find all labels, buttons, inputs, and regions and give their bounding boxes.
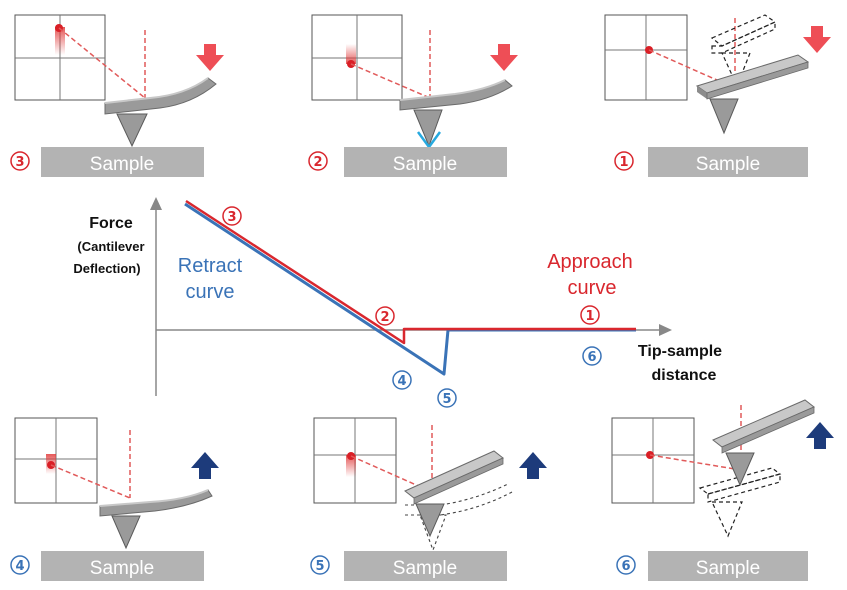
afm-tip bbox=[111, 515, 141, 550]
sample-label: Sample bbox=[90, 154, 154, 175]
arrow-down-icon bbox=[196, 44, 224, 71]
retract-curve-label-line1: Retract bbox=[178, 255, 243, 277]
svg-text:6: 6 bbox=[587, 350, 596, 365]
sample-label: Sample bbox=[696, 154, 760, 175]
step-number: 2 bbox=[313, 155, 322, 170]
sample-block bbox=[344, 147, 507, 177]
step-badge: 6 bbox=[616, 555, 636, 575]
step-badge: 1 bbox=[614, 151, 634, 171]
sample-block bbox=[41, 551, 204, 581]
force-distance-graph: Force (Cantilever Deflection) Tip-sample… bbox=[73, 197, 722, 408]
panel-step-2: Sample 2 bbox=[308, 14, 518, 177]
afm-tip bbox=[415, 503, 445, 538]
cantilever-side bbox=[697, 86, 707, 99]
laser-beam-reflected bbox=[50, 464, 131, 499]
marker-1: 1 bbox=[580, 305, 600, 325]
cantilever-straight bbox=[695, 54, 810, 94]
cantilever-front bbox=[721, 406, 815, 454]
arrow-up-icon bbox=[806, 422, 834, 449]
svg-text:2: 2 bbox=[380, 310, 389, 325]
cantilever-straight bbox=[404, 450, 504, 499]
marker-4: 4 bbox=[392, 370, 412, 390]
laser-beam-reflected bbox=[58, 27, 146, 99]
approach-curve-label-line1: Approach bbox=[547, 251, 633, 273]
arrow-up-icon bbox=[519, 452, 547, 479]
laser-beam-reflected bbox=[649, 454, 742, 471]
svg-text:4: 4 bbox=[397, 374, 406, 389]
x-axis-title-line1: Tip-sample bbox=[638, 343, 722, 360]
laser-spot-streak bbox=[346, 44, 356, 64]
step-number: 5 bbox=[315, 559, 324, 574]
laser-beam-reflected bbox=[350, 63, 431, 99]
arrow-down-icon bbox=[803, 26, 831, 53]
arrow-up-icon bbox=[191, 452, 219, 479]
y-axis-arrow-icon bbox=[150, 197, 162, 210]
laser-spot-streak bbox=[55, 27, 65, 55]
x-axis-arrow-icon bbox=[659, 324, 672, 336]
sample-label: Sample bbox=[90, 558, 154, 579]
marker-3: 3 bbox=[222, 206, 242, 226]
cantilever-ghost bbox=[698, 467, 782, 538]
step-badge: 2 bbox=[308, 151, 328, 171]
afm-tip bbox=[413, 109, 443, 148]
step-badge: 5 bbox=[310, 555, 330, 575]
cantilever-top bbox=[99, 489, 209, 507]
y-axis-title: Force bbox=[89, 215, 133, 232]
panel-step-1: Sample 1 bbox=[604, 14, 831, 177]
sample-block bbox=[41, 147, 204, 177]
approach-curve bbox=[185, 199, 636, 345]
afm-tip bbox=[116, 113, 148, 148]
sample-label: Sample bbox=[393, 558, 457, 579]
sample-label: Sample bbox=[393, 154, 457, 175]
cantilever-front bbox=[706, 61, 809, 100]
sample-block bbox=[344, 551, 507, 581]
cantilever-top bbox=[104, 77, 209, 104]
sample-block bbox=[648, 147, 808, 177]
step-number: 4 bbox=[15, 559, 24, 574]
panel-step-3: Sample 3 bbox=[10, 14, 224, 177]
step-number: 3 bbox=[15, 155, 24, 170]
afm-tip bbox=[709, 98, 739, 135]
cantilever-front bbox=[413, 457, 504, 505]
y-axis-subtitle-line1: (Cantilever bbox=[77, 239, 144, 254]
cantilever-ghost bbox=[710, 14, 777, 88]
svg-text:1: 1 bbox=[585, 309, 594, 324]
approach-curve-label-line2: curve bbox=[568, 277, 617, 299]
x-axis-title-line2: distance bbox=[652, 367, 717, 384]
step-number: 1 bbox=[619, 155, 628, 170]
panel-step-4: Sample 4 bbox=[10, 417, 219, 581]
marker-6: 6 bbox=[582, 346, 602, 366]
afm-tip bbox=[725, 452, 755, 487]
y-axis-subtitle-line2: Deflection) bbox=[73, 261, 140, 276]
sample-block bbox=[648, 551, 808, 581]
arrow-down-icon bbox=[490, 44, 518, 71]
marker-5: 5 bbox=[437, 388, 457, 408]
sample-label: Sample bbox=[696, 558, 760, 579]
cantilever-top bbox=[399, 79, 506, 101]
panel-step-6: Sample 6 bbox=[611, 399, 834, 581]
step-badge: 4 bbox=[10, 555, 30, 575]
retract-curve-label-line2: curve bbox=[186, 281, 235, 303]
step-number: 6 bbox=[621, 559, 630, 574]
marker-2: 2 bbox=[375, 306, 395, 326]
cantilever-straight bbox=[712, 399, 815, 448]
panel-step-5: Sample 5 bbox=[310, 417, 547, 581]
step-badge: 3 bbox=[10, 151, 30, 171]
svg-text:5: 5 bbox=[442, 392, 451, 407]
svg-text:3: 3 bbox=[227, 210, 236, 225]
laser-spot-streak bbox=[346, 455, 356, 477]
